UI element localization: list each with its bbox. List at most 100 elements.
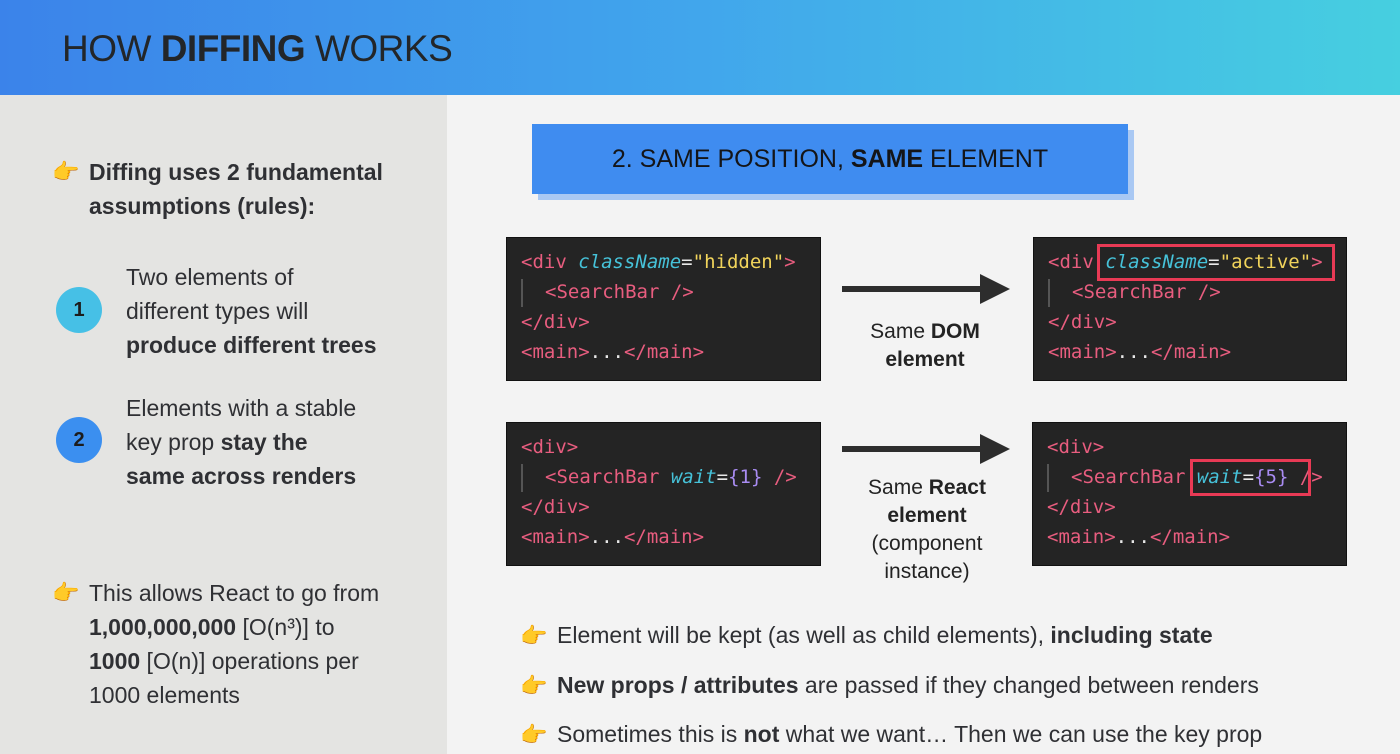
same-react-element-label: Same React element (component instance) [840,474,1014,586]
label-bold: React [928,476,986,499]
code-attr: wait [670,466,717,488]
rule-2-line2-plain: key prop [126,429,221,455]
bullet-2-plain: are passed if they changed between rende… [798,672,1259,698]
pointing-hand-icon: 👉 [52,580,80,605]
bullet-3-plain2: what we want… Then we can use the key pr… [779,721,1263,747]
code-tag: </main> [1149,526,1231,548]
pointing-hand-icon: 👉 [520,673,548,698]
bullet-3-plain1: Sometimes this is [557,721,744,747]
section-prefix: 2. SAME POSITION, [611,144,851,173]
changed-prop-highlight [1190,459,1311,496]
code-tag: > [784,251,796,273]
code-tag: <main> [1047,526,1116,548]
intro-line2: assumptions (rules): [89,193,316,219]
code-dots: ... [589,526,624,548]
title-bold: DIFFING [160,28,306,69]
code-tag: <div [1048,251,1094,273]
bullet-2: New props / attributes are passed if the… [557,668,1259,702]
rule-2-number: 2 [73,428,85,451]
bullet-1-bold: including state [1050,622,1213,648]
code-tag: </main> [623,341,705,363]
code-number: 5 [1265,466,1277,488]
label-bold: DOM [930,320,980,343]
code-tag: </main> [623,526,705,548]
code-tag: <div> [521,436,579,458]
section-title: 2. SAME POSITION, SAME ELEMENT [532,124,1128,194]
intro-text: Diffing uses 2 fundamental assumptions (… [89,155,383,223]
pointing-hand-icon: 👉 [520,623,548,648]
rule-1-text: Two elements of different types will pro… [126,260,377,362]
rule-1-number: 1 [73,298,85,321]
rule-2-line3: same across renders [126,463,357,489]
header-banner: HOW DIFFING WORKS [0,0,1400,95]
code-tag: </div> [521,496,590,518]
code-tag: <div> [1047,436,1105,458]
code-dots: ... [589,341,624,363]
same-dom-element-label: Same DOM element [840,318,1010,374]
outro-text: This allows React to go from 1,000,000,0… [89,576,379,712]
code-dots: ... [1116,341,1151,363]
code-tag: /> [762,466,797,488]
code-brace: } [1276,466,1289,488]
rule-2-line2-bold: stay the [220,429,308,455]
outro-line4: 1000 elements [89,682,240,708]
code-tag: <SearchBar [1071,466,1186,488]
bullet-3-bold: not [743,721,780,747]
code-tag: </div> [1047,496,1116,518]
outro-line2-plain: [O(n³)] to [236,614,335,640]
code-tag: /> [1288,466,1323,488]
bullet-1-plain: Element will be kept (as well as child e… [557,622,1051,648]
outro-line3: 1000 [O(n)] operations per [89,644,379,678]
section-bold: SAME [850,144,924,173]
code-brace: { [1254,466,1266,488]
code-tag: <div [521,251,567,273]
bullet-2-bold: New props / attributes [557,672,799,698]
bullet-1: Element will be kept (as well as child e… [557,618,1213,652]
code-block-1-after: <div className="active"><SearchBar /></d… [1033,237,1347,381]
code-tag: > [1311,251,1323,273]
label-plain: Same [868,476,929,499]
code-tag: </div> [521,311,590,333]
section-suffix: ELEMENT [923,144,1049,173]
code-tag: </main> [1150,341,1232,363]
outro-line3-bold: 1000 [89,648,141,674]
pointing-hand-icon: 👉 [52,159,80,184]
rule-1-line2: different types will [126,298,309,324]
label-line3: (component [871,532,983,555]
code-tag: <main> [521,526,590,548]
changed-attribute-highlight [1097,244,1335,281]
code-string: "hidden" [692,251,785,273]
title-suffix: WORKS [305,28,453,69]
outro-line2-bold: 1,000,000,000 [89,614,237,640]
code-tag: <main> [1048,341,1117,363]
code-tag: <SearchBar [545,466,660,488]
label-line4: instance) [884,560,970,583]
code-attr: wait [1196,466,1243,488]
title-prefix: HOW [62,28,161,69]
label-plain: Same [870,320,931,343]
rule-1-line1: Two elements of [126,264,294,290]
code-tag: <main> [521,341,590,363]
right-arrow-icon [842,274,1010,304]
outro-line3-plain: [O(n)] operations per [140,648,359,674]
code-brace: { [728,466,740,488]
rule-2-line1: Elements with a stable [126,395,357,421]
label-line2: element [887,504,967,527]
code-eq: = [1242,466,1255,488]
rule-2-badge: 2 [56,417,102,463]
code-tag: <SearchBar [1072,281,1187,303]
bullet-3: Sometimes this is not what we want… Then… [557,717,1262,751]
right-arrow-icon [842,434,1010,464]
code-tag: </div> [1048,311,1117,333]
outro-line1: This allows React to go from [89,580,380,606]
rule-2-line2: key prop stay the [126,425,356,459]
code-eq: = [1208,251,1220,273]
page-title: HOW DIFFING WORKS [62,28,453,70]
intro-line1: Diffing uses 2 fundamental [89,159,383,185]
outro-line2: 1,000,000,000 [O(n³)] to [89,610,379,644]
rule-1-badge: 1 [56,287,102,333]
rule-1-line3: produce different trees [126,332,377,358]
code-dots: ... [1115,526,1150,548]
code-block-2-before: <div><SearchBar wait={1} /></div><main>.… [506,422,821,566]
code-attr: className [578,251,682,273]
